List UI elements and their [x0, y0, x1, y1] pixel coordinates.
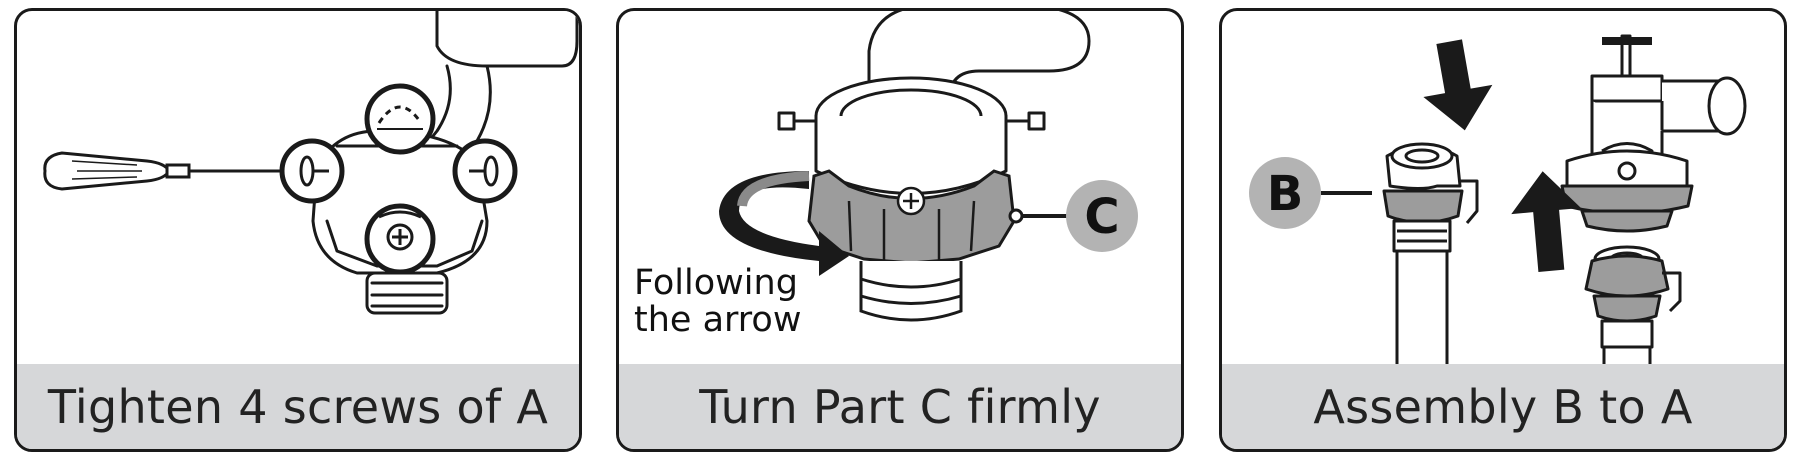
screwdriver-icon: [43, 151, 307, 191]
step-caption: Tighten 4 screws of A: [17, 364, 579, 449]
direction-note-line1: Following: [634, 263, 798, 303]
arrow-up-icon: [1511, 171, 1581, 272]
callout-label-c: C: [1084, 189, 1119, 245]
callout-badge-b: [1249, 157, 1321, 229]
arrow-down-icon: [1423, 39, 1493, 131]
tighten-screws-illustration: [43, 11, 579, 315]
step-caption: Turn Part C firmly: [619, 364, 1181, 449]
callout-label-b: B: [1267, 166, 1304, 222]
step-caption: Assembly B to A: [1222, 364, 1784, 449]
assembly-illustration: B: [1249, 34, 1747, 365]
step-panel-assembly: B: [1219, 8, 1787, 452]
callout-badge-c: [1066, 180, 1138, 252]
rotation-arrow-icon: [719, 171, 849, 276]
direction-note-line2: the arrow: [634, 300, 801, 340]
turn-part-c-illustration: C Following the arrow: [634, 11, 1138, 340]
step-panel-tighten-screws: Tighten 4 screws of A: [14, 8, 582, 452]
step-panel-turn-part-c: C Following the arrow Turn Part C firmly: [616, 8, 1184, 452]
screw-circle-top: [364, 83, 436, 155]
